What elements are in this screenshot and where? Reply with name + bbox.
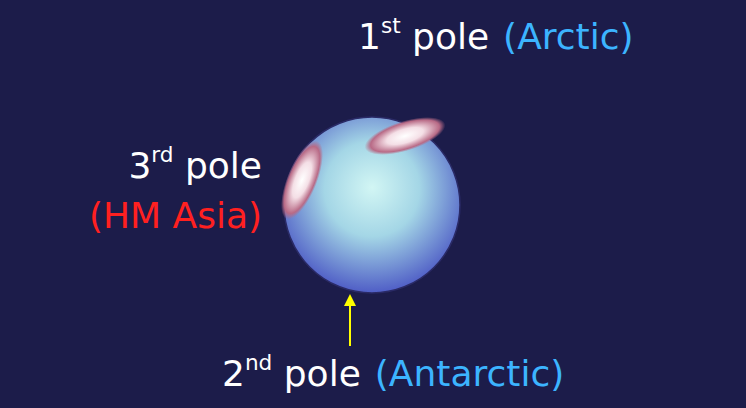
- region-name: (Antarctic): [375, 356, 564, 392]
- asia-ice: [272, 135, 331, 224]
- arrow-head: [344, 294, 356, 306]
- region-name: (HM Asia): [89, 198, 262, 234]
- region-name: (Arctic): [503, 19, 633, 55]
- pole-name: 1st pole: [358, 19, 489, 55]
- arctic-ice: [360, 109, 449, 162]
- pole-name: 3rd pole: [128, 148, 262, 184]
- pointer-arrow: [349, 304, 351, 346]
- pole-name: 2nd pole: [222, 356, 361, 392]
